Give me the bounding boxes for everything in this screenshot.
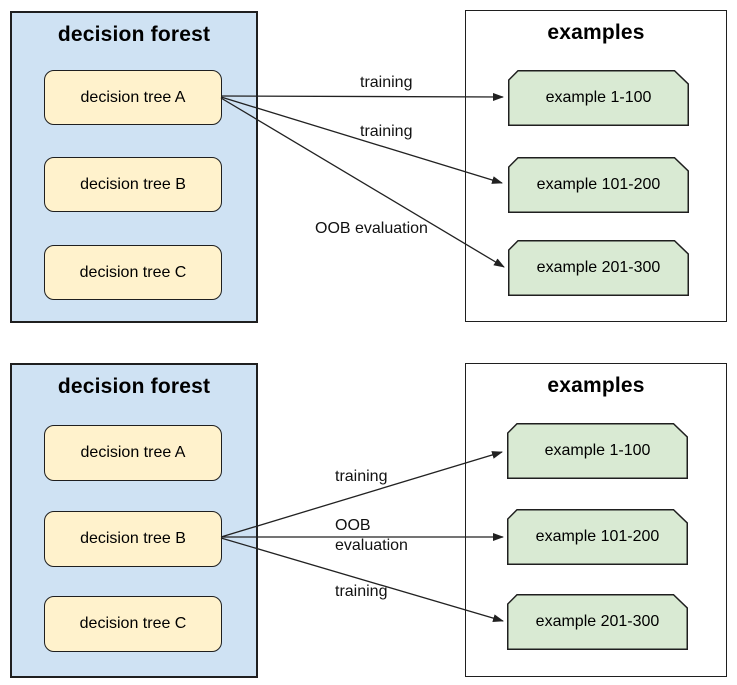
example-1-100-card-1: example 1-100 bbox=[508, 70, 689, 126]
example-101-200-label-2: example 101-200 bbox=[535, 528, 660, 545]
decision-forest-box-2: decision forest decision tree A decision… bbox=[10, 363, 258, 678]
example-card-shape bbox=[508, 70, 689, 126]
example-201-300-label-2: example 201-300 bbox=[535, 613, 660, 630]
example-card-shape bbox=[508, 157, 689, 213]
tree-a-label-2: decision tree A bbox=[80, 444, 186, 461]
example-101-200-card-1: example 101-200 bbox=[508, 157, 689, 213]
tree-b-label-1: decision tree B bbox=[80, 175, 186, 193]
tree-c-node-1: decision tree C bbox=[44, 245, 222, 300]
examples-title-2: examples bbox=[547, 374, 645, 397]
example-201-300-card-2: example 201-300 bbox=[507, 594, 688, 650]
example-201-300-label-1: example 201-300 bbox=[536, 259, 661, 276]
example-card-shape bbox=[508, 240, 689, 296]
example-card-shape bbox=[507, 509, 688, 565]
arrow-label-training-1b: training bbox=[360, 123, 413, 140]
arrow-label-training-1a: training bbox=[360, 74, 413, 91]
examples-title-1: examples bbox=[547, 21, 645, 44]
example-card-shape bbox=[507, 594, 688, 650]
tree-b-label-2: decision tree B bbox=[80, 530, 186, 547]
example-card-shape bbox=[507, 423, 688, 479]
tree-a-node-2: decision tree A bbox=[44, 425, 222, 481]
example-1-100-label-1: example 1-100 bbox=[545, 89, 652, 106]
tree-a-label-1: decision tree A bbox=[80, 88, 186, 106]
tree-b-node-1: decision tree B bbox=[44, 157, 222, 212]
tree-c-node-2: decision tree C bbox=[44, 596, 222, 652]
example-101-200-card-2: example 101-200 bbox=[507, 509, 688, 565]
arrow-label-oob-evaluation-1: OOB evaluation bbox=[315, 220, 428, 237]
tree-b-node-2: decision tree B bbox=[44, 511, 222, 567]
decision-forest-title-1: decision forest bbox=[57, 23, 211, 46]
arrow-label-training-2b: training bbox=[335, 583, 388, 600]
tree-a-node-1: decision tree A bbox=[44, 70, 222, 125]
arrow-label-oob-evaluation-2: OOB evaluation bbox=[335, 517, 408, 554]
arrow-training-a-to-1-100 bbox=[220, 92, 504, 101]
decision-forest-box-1: decision forest decision tree A decision… bbox=[10, 11, 258, 323]
example-1-100-label-2: example 1-100 bbox=[544, 442, 651, 459]
tree-c-label-2: decision tree C bbox=[79, 615, 187, 632]
example-201-300-card-1: example 201-300 bbox=[508, 240, 689, 296]
tree-c-label-1: decision tree C bbox=[79, 263, 187, 281]
arrow-label-training-2a: training bbox=[335, 468, 388, 485]
example-1-100-card-2: example 1-100 bbox=[507, 423, 688, 479]
decision-forest-title-2: decision forest bbox=[57, 375, 211, 398]
example-101-200-label-1: example 101-200 bbox=[536, 176, 661, 193]
